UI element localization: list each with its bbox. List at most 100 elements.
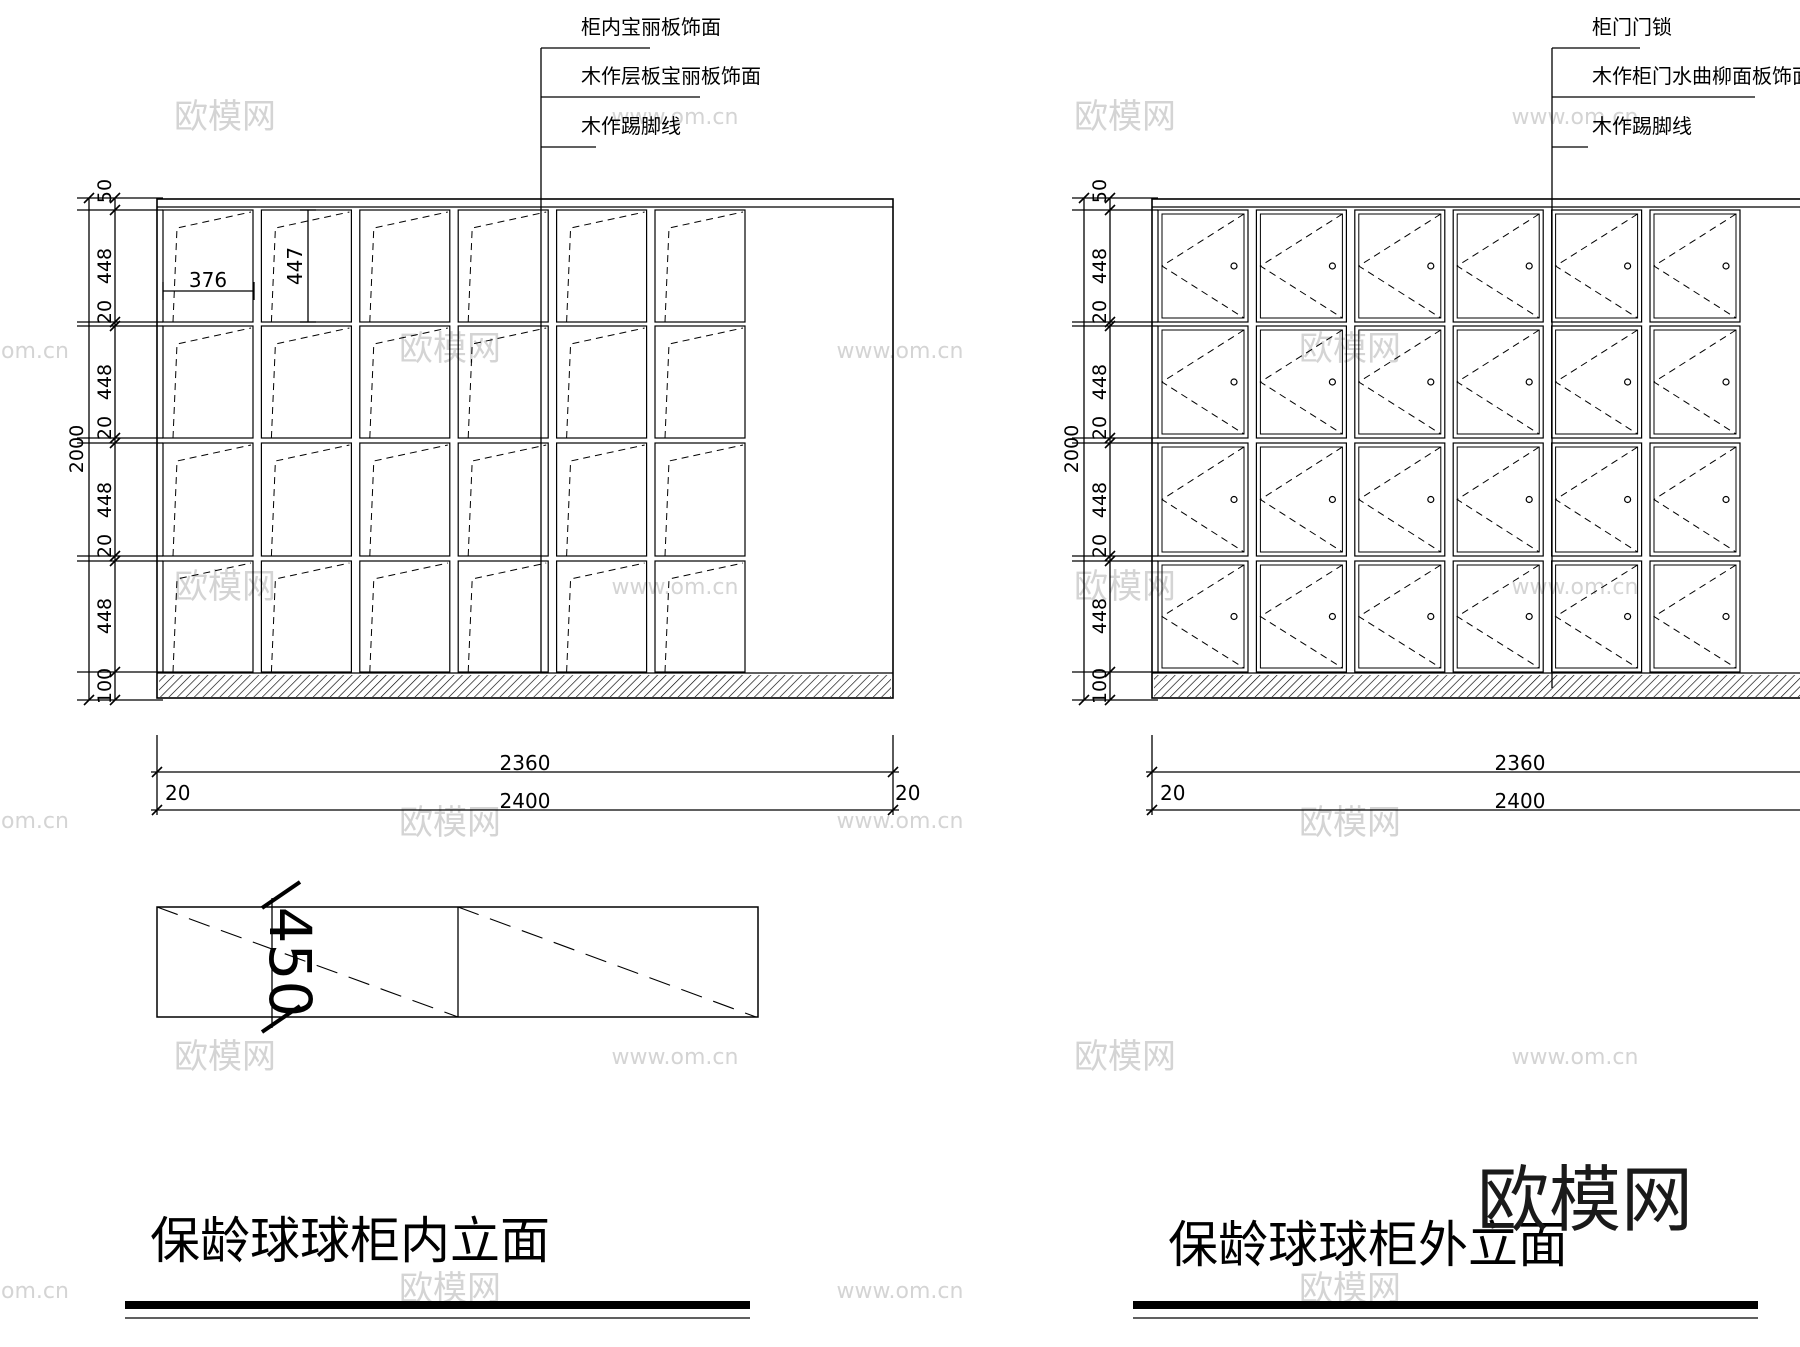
dim-tick <box>1104 320 1116 332</box>
dim-cell-width: 376 <box>189 268 227 292</box>
watermark-text: om.cn <box>1 809 69 834</box>
dim-tick <box>151 804 163 816</box>
door-lock-icon <box>1230 612 1238 621</box>
cabinet-cell <box>555 442 648 557</box>
dim-total-height: 2000 <box>66 425 88 473</box>
cabinet-cell <box>1255 560 1348 673</box>
door-lock-icon <box>1623 495 1632 504</box>
cabinet-cell <box>162 209 254 323</box>
cabinet-cell <box>1550 442 1643 557</box>
dim-tick <box>109 555 121 567</box>
dim-tick <box>1104 555 1116 567</box>
shelf-dashed-line <box>172 327 252 439</box>
dim-cell-height: 447 <box>283 247 307 285</box>
cabinet-cell <box>1649 209 1741 323</box>
dim-shelf: 20 <box>1089 534 1111 558</box>
door-panel <box>1653 446 1737 553</box>
dim-tick <box>887 766 899 778</box>
door-panel <box>1456 329 1540 435</box>
door-swing-line <box>1161 446 1245 553</box>
door-lock-icon <box>1722 262 1730 270</box>
plan-view: 450 <box>156 880 759 1034</box>
dim-tick <box>1078 694 1090 706</box>
watermark-text: www.om.cn <box>1512 575 1639 600</box>
door-swing-line <box>1259 564 1343 669</box>
shelf-dashed-line <box>270 444 350 557</box>
right-title-underline-thick <box>1133 1301 1758 1309</box>
door-swing-line <box>1653 329 1737 435</box>
door-swing-line <box>1357 446 1442 553</box>
dim-tick <box>109 204 121 216</box>
material-label: 木作踢脚线 <box>1592 114 1692 138</box>
dim-inner-width: 2360 <box>500 751 551 775</box>
door-swing-line <box>1259 329 1343 435</box>
cabinet-cell <box>1354 560 1446 673</box>
dim-tick <box>1104 192 1116 204</box>
door-panel <box>1653 213 1737 319</box>
cabinet-cell <box>654 325 746 439</box>
shelf-dashed-line <box>270 562 350 673</box>
cabinet-cell <box>654 560 746 673</box>
shelf-dashed-line <box>664 211 744 323</box>
shelf-dashed-line <box>270 211 350 323</box>
watermark-text: 欧模网 <box>174 567 276 607</box>
material-label: 柜内宝丽板饰面 <box>581 15 721 39</box>
dim-tick <box>151 766 163 778</box>
shelf-dashed-line <box>664 444 744 557</box>
door-panel <box>1456 446 1540 553</box>
door-swing-line <box>1161 213 1245 319</box>
plinth-hatch <box>1154 675 1800 697</box>
watermark-text: 欧模网 <box>174 1037 276 1077</box>
dim-row-height: 448 <box>1089 598 1111 634</box>
cabinet-cell <box>162 560 254 673</box>
door-lock-icon <box>1328 612 1337 621</box>
cabinet-cell <box>1157 560 1249 673</box>
door-lock-icon <box>1722 612 1730 621</box>
watermark-text: www.om.cn <box>1512 1045 1639 1070</box>
door-lock-icon <box>1427 495 1435 504</box>
door-panel <box>1456 213 1540 319</box>
door-swing-line <box>1456 329 1540 435</box>
door-lock-icon <box>1525 378 1533 386</box>
door-panel <box>1259 446 1343 553</box>
material-label: 木作柜门水曲柳面板饰面 <box>1592 64 1800 88</box>
cabinet-cell <box>555 560 648 673</box>
cabinet-cell <box>654 442 746 557</box>
shelf-dashed-line <box>566 211 645 323</box>
door-swing-line <box>1259 213 1343 319</box>
cabinet-cell <box>260 325 352 439</box>
dim-tick <box>1104 666 1116 678</box>
dim-tick <box>83 694 95 706</box>
cabinet-cell <box>1157 209 1249 323</box>
watermark-text: 欧模网 <box>399 803 501 843</box>
door-swing-line <box>1653 564 1737 669</box>
plan-diagonal-dashed <box>457 906 757 1018</box>
cabinet-cell <box>359 209 451 323</box>
shelf-dashed-line <box>172 211 252 323</box>
shelf-dashed-line <box>172 444 252 557</box>
door-swing-line <box>1653 213 1737 319</box>
shelf-dashed-line <box>467 444 547 557</box>
watermark-text: 欧模网 <box>1074 567 1176 607</box>
door-swing-line <box>1456 446 1540 553</box>
dim-shelf: 20 <box>1089 416 1111 440</box>
plan-depth-dim: 450 <box>256 907 324 1018</box>
right-elevation: 柜门门锁木作柜门水曲柳面板饰面木作踢脚线20005044844844844820… <box>1061 15 1800 816</box>
dim-top-band: 50 <box>94 179 116 203</box>
door-panel <box>1161 213 1245 319</box>
shelf-dashed-line <box>467 211 547 323</box>
shelf-dashed-line <box>566 327 645 439</box>
cabinet-outline <box>156 198 894 699</box>
dim-side-right: 20 <box>895 781 920 805</box>
door-swing-line <box>1357 213 1442 319</box>
dim-row-height: 448 <box>94 248 116 284</box>
watermark-text: www.om.cn <box>1512 105 1639 130</box>
door-lock-icon <box>1230 378 1238 386</box>
door-swing-line <box>1161 329 1245 435</box>
right-title: 保龄球球柜外立面 <box>1168 1216 1568 1274</box>
cabinet-cell <box>457 442 549 557</box>
dim-side-left: 20 <box>1160 781 1185 805</box>
dim-tick <box>1104 550 1116 562</box>
door-lock-icon <box>1427 612 1435 621</box>
watermark-text: www.om.cn <box>612 575 739 600</box>
